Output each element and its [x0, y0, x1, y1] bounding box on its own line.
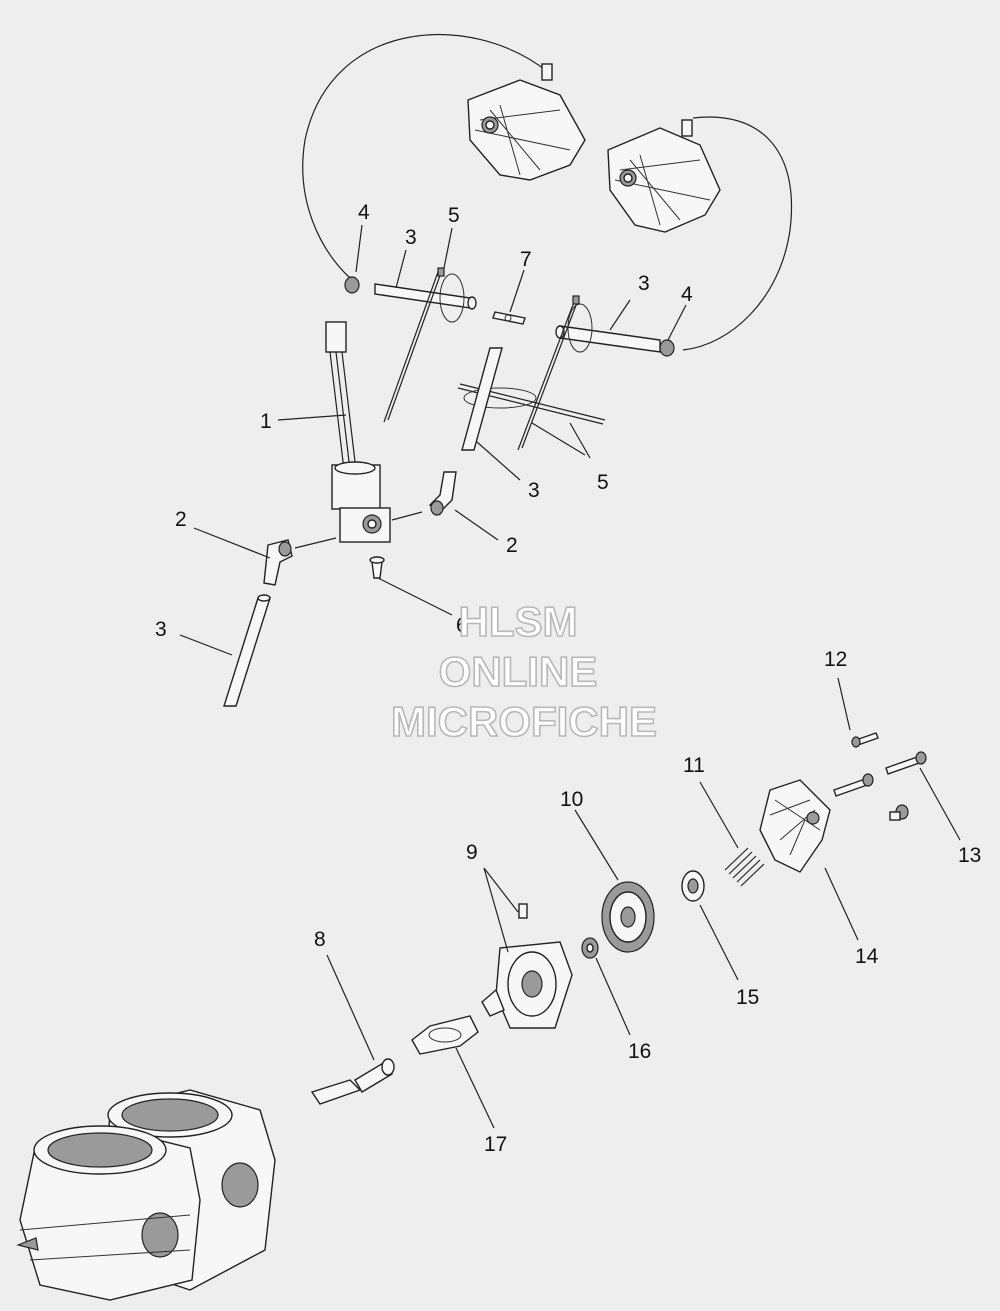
leader-lines [179, 224, 961, 1129]
callout-4-left: 4 [358, 201, 370, 224]
callout-12: 12 [824, 648, 847, 671]
callout-7: 7 [520, 248, 532, 271]
bolt-12 [851, 732, 879, 748]
callout-13: 13 [958, 844, 981, 867]
spring-11 [724, 847, 765, 887]
callout-3-upper-left: 3 [405, 226, 417, 249]
pump-cover-right [607, 116, 792, 351]
callout-14: 14 [855, 945, 879, 968]
callout-10: 10 [560, 788, 583, 811]
cap-4-right [659, 339, 675, 357]
tie-5-left [383, 267, 465, 423]
callout-15: 15 [736, 986, 759, 1009]
callout-3-upper-right: 3 [638, 272, 650, 295]
hose-3-middle [461, 347, 503, 451]
elbow-fitting-2-right [428, 471, 457, 516]
elbow-fitting-2-left [263, 539, 293, 586]
valve-assembly-1 [325, 321, 391, 543]
callout-2-right: 2 [506, 534, 518, 557]
fitting-8 [310, 1058, 395, 1105]
callout-4-right: 4 [681, 283, 693, 306]
callout-3-middle: 3 [528, 479, 540, 502]
washer-15 [681, 870, 705, 902]
callout-17: 17 [484, 1133, 507, 1156]
bolt-13 [833, 751, 927, 821]
hose-3-upper-right [555, 325, 661, 353]
watermark-line-2: ONLINE [439, 648, 598, 695]
callout-3-lower: 3 [155, 618, 167, 641]
watermark-line-1: HLSM [459, 598, 578, 645]
fitting-7 [492, 311, 526, 325]
housing-9 [481, 903, 573, 1029]
cap-4-left [344, 276, 360, 294]
callout-6: 6 [456, 614, 468, 637]
hose-3-lower [223, 594, 271, 707]
nut-16 [581, 937, 599, 959]
callout-1: 1 [260, 410, 272, 433]
pump-cover-left [302, 33, 586, 279]
screw-6 [369, 556, 385, 579]
callout-2-left: 2 [175, 508, 187, 531]
engine-cylinders [16, 1089, 276, 1301]
callout-16: 16 [628, 1040, 651, 1063]
callout-9: 9 [466, 841, 478, 864]
callout-5-upper: 5 [448, 204, 460, 227]
callout-8: 8 [314, 928, 326, 951]
hose-3-upper-left [374, 283, 477, 310]
watermark-line-3: MICROFICHE [391, 698, 657, 745]
callout-5-lower: 5 [597, 471, 609, 494]
diaphragm-10 [601, 881, 655, 953]
callout-11: 11 [683, 754, 705, 777]
gasket-17 [411, 1015, 479, 1055]
cover-14 [759, 779, 831, 873]
